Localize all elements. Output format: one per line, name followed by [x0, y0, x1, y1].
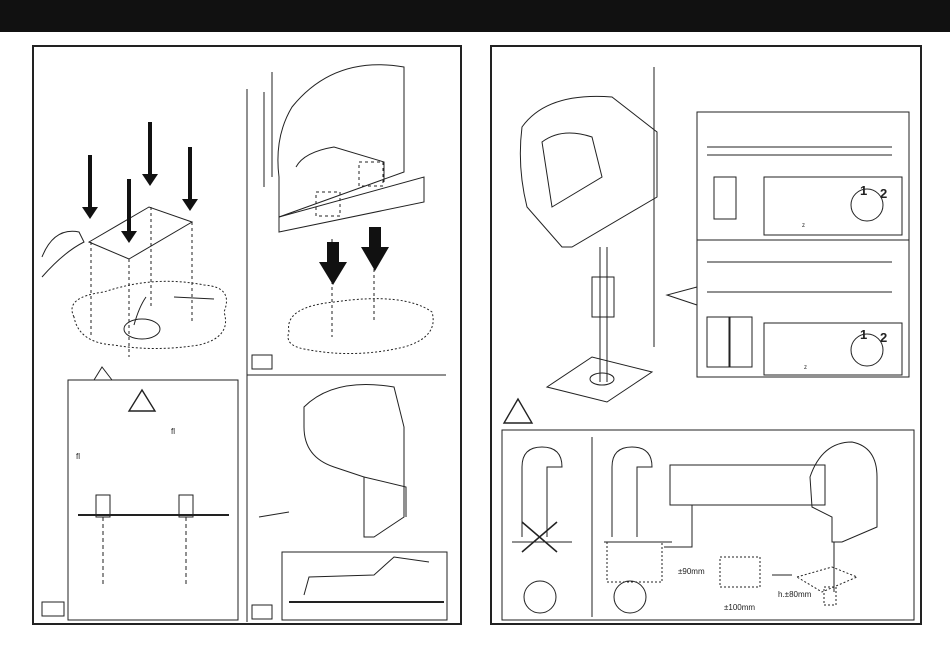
pin-1b-label: 1	[860, 327, 867, 342]
wiring-note: z	[802, 223, 805, 229]
installation-panel-left: fl fl	[32, 45, 462, 625]
wiring-note-b: z	[804, 365, 807, 371]
installation-panel-right: 1 2 1 2 z z ±90mm ±100mm h.±80mm	[490, 45, 922, 625]
note-mark-a: fl	[171, 427, 175, 436]
header-bar	[0, 0, 950, 32]
pin-2-label: 2	[880, 186, 887, 201]
installation-drawing-left	[34, 47, 464, 627]
warning-triangle-icon	[129, 390, 155, 411]
pin-1-label: 1	[860, 183, 867, 198]
dimension-width: ±90mm	[678, 567, 705, 576]
dimension-height: h.±80mm	[778, 590, 811, 599]
note-mark-b: fl	[76, 452, 80, 461]
warning-triangle-icon	[504, 399, 532, 423]
dimension-length: ±100mm	[724, 603, 755, 612]
pin-2b-label: 2	[880, 330, 887, 345]
